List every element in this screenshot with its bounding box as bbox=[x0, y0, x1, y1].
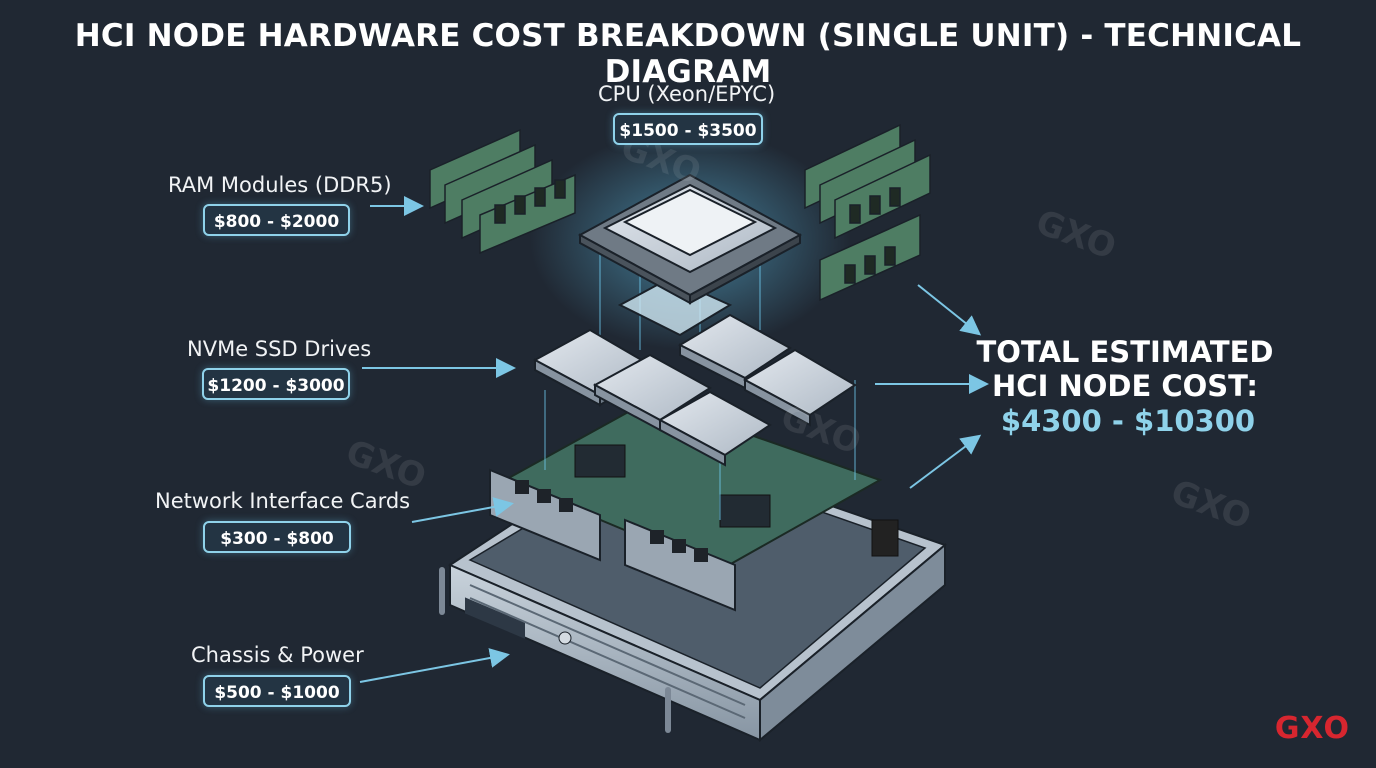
total-line-1: TOTAL ESTIMATED bbox=[976, 335, 1274, 369]
pointer-arrows bbox=[359, 196, 989, 683]
cpu-price-badge: $1500 - $3500 bbox=[613, 113, 763, 145]
total-arrow-bottom bbox=[909, 434, 982, 489]
total-cost-value: $4300 - $10300 bbox=[1000, 404, 1256, 438]
brand-logo: GXO bbox=[1274, 711, 1350, 746]
nvme-ssds-shape bbox=[532, 276, 857, 467]
cpu-shape bbox=[577, 173, 803, 305]
nic-price-badge: $300 - $800 bbox=[203, 521, 351, 553]
chassis-label: Chassis & Power bbox=[191, 643, 364, 667]
ram-left-shape bbox=[429, 128, 576, 255]
ram-label: RAM Modules (DDR5) bbox=[168, 173, 392, 197]
total-arrow-top bbox=[917, 284, 982, 336]
nic-label: Network Interface Cards bbox=[155, 489, 411, 513]
chassis-price-badge: $500 - $1000 bbox=[203, 675, 351, 707]
nvme-price-badge: $1200 - $3000 bbox=[202, 368, 350, 400]
ram-right-shape bbox=[804, 123, 931, 302]
nvme-label: NVMe SSD Drives bbox=[187, 337, 372, 361]
chassis-arrow bbox=[359, 648, 510, 683]
nic-cards-shape bbox=[489, 398, 883, 612]
cpu-label: CPU (Xeon/EPYC) bbox=[598, 82, 776, 106]
total-line-2: HCI NODE COST: bbox=[992, 369, 1258, 403]
ram-price-badge: $800 - $2000 bbox=[203, 204, 350, 236]
nic-arrow bbox=[411, 497, 514, 523]
diagram-title: HCI NODE HARDWARE COST BREAKDOWN (SINGLE… bbox=[74, 18, 1302, 90]
